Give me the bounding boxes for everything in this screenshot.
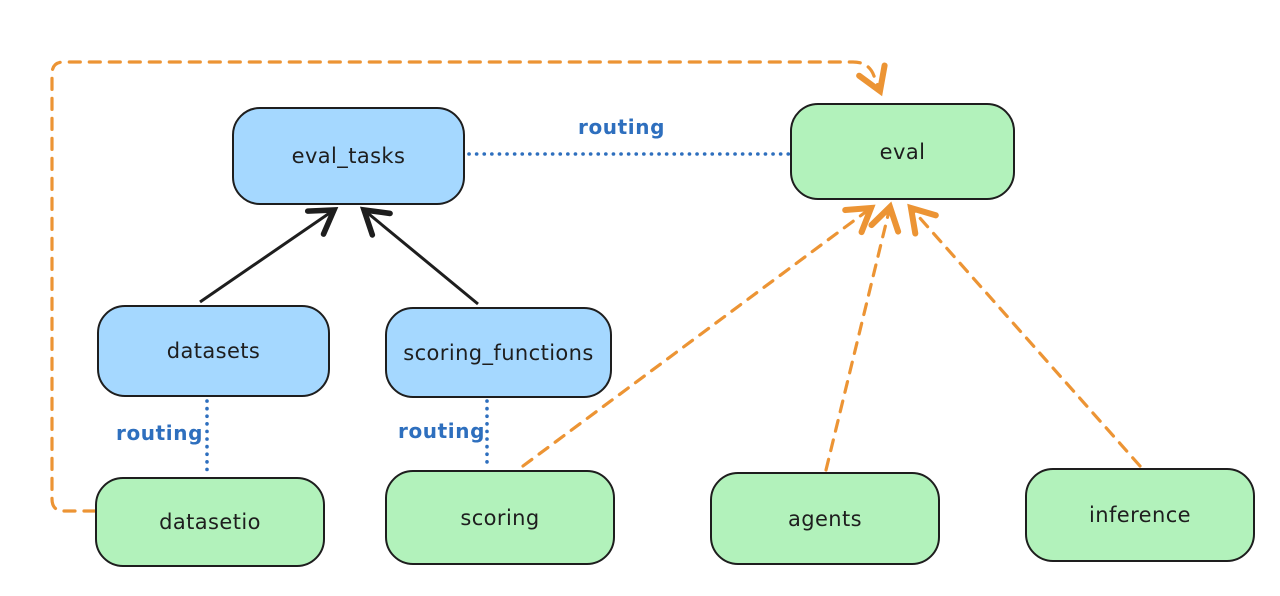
- edge-label-routing-scoring-functions-scoring: routing: [398, 419, 486, 443]
- edge-label-routing-eval-tasks-eval: routing: [578, 115, 666, 139]
- edge-datasets-to-eval-tasks-arrow: [199, 207, 339, 304]
- edge-scoring-functions-to-eval-tasks-arrow: [359, 206, 479, 306]
- node-agents-label: agents: [787, 506, 862, 531]
- edge-agents-to-eval-dashed-arrow: [824, 201, 902, 472]
- node-eval-tasks-label: eval_tasks: [291, 144, 406, 168]
- edge-datasetio-to-eval-dashed-arrow: [50, 60, 888, 513]
- node-datasetio-label: datasetio: [159, 510, 261, 534]
- node-datasets-label: datasets: [166, 339, 261, 363]
- node-eval-label: eval: [879, 139, 926, 164]
- node-scoring-label: scoring: [460, 505, 540, 530]
- edge-scoring-to-eval-dashed-arrow: [521, 204, 876, 468]
- edge-inference-to-eval-dashed-arrow: [907, 203, 1142, 468]
- node-eval: eval: [790, 103, 1015, 200]
- node-inference: inference: [1025, 468, 1255, 562]
- edge-label-routing-datasets-datasetio: routing: [116, 421, 204, 445]
- node-scoring: scoring: [385, 470, 615, 565]
- node-eval-tasks: eval_tasks: [232, 107, 465, 205]
- node-inference-label: inference: [1089, 503, 1191, 527]
- node-datasets: datasets: [97, 305, 330, 397]
- node-datasetio: datasetio: [95, 477, 325, 567]
- node-scoring-functions: scoring_functions: [385, 307, 612, 398]
- node-scoring-functions-label: scoring_functions: [403, 340, 594, 365]
- node-agents: agents: [710, 472, 940, 565]
